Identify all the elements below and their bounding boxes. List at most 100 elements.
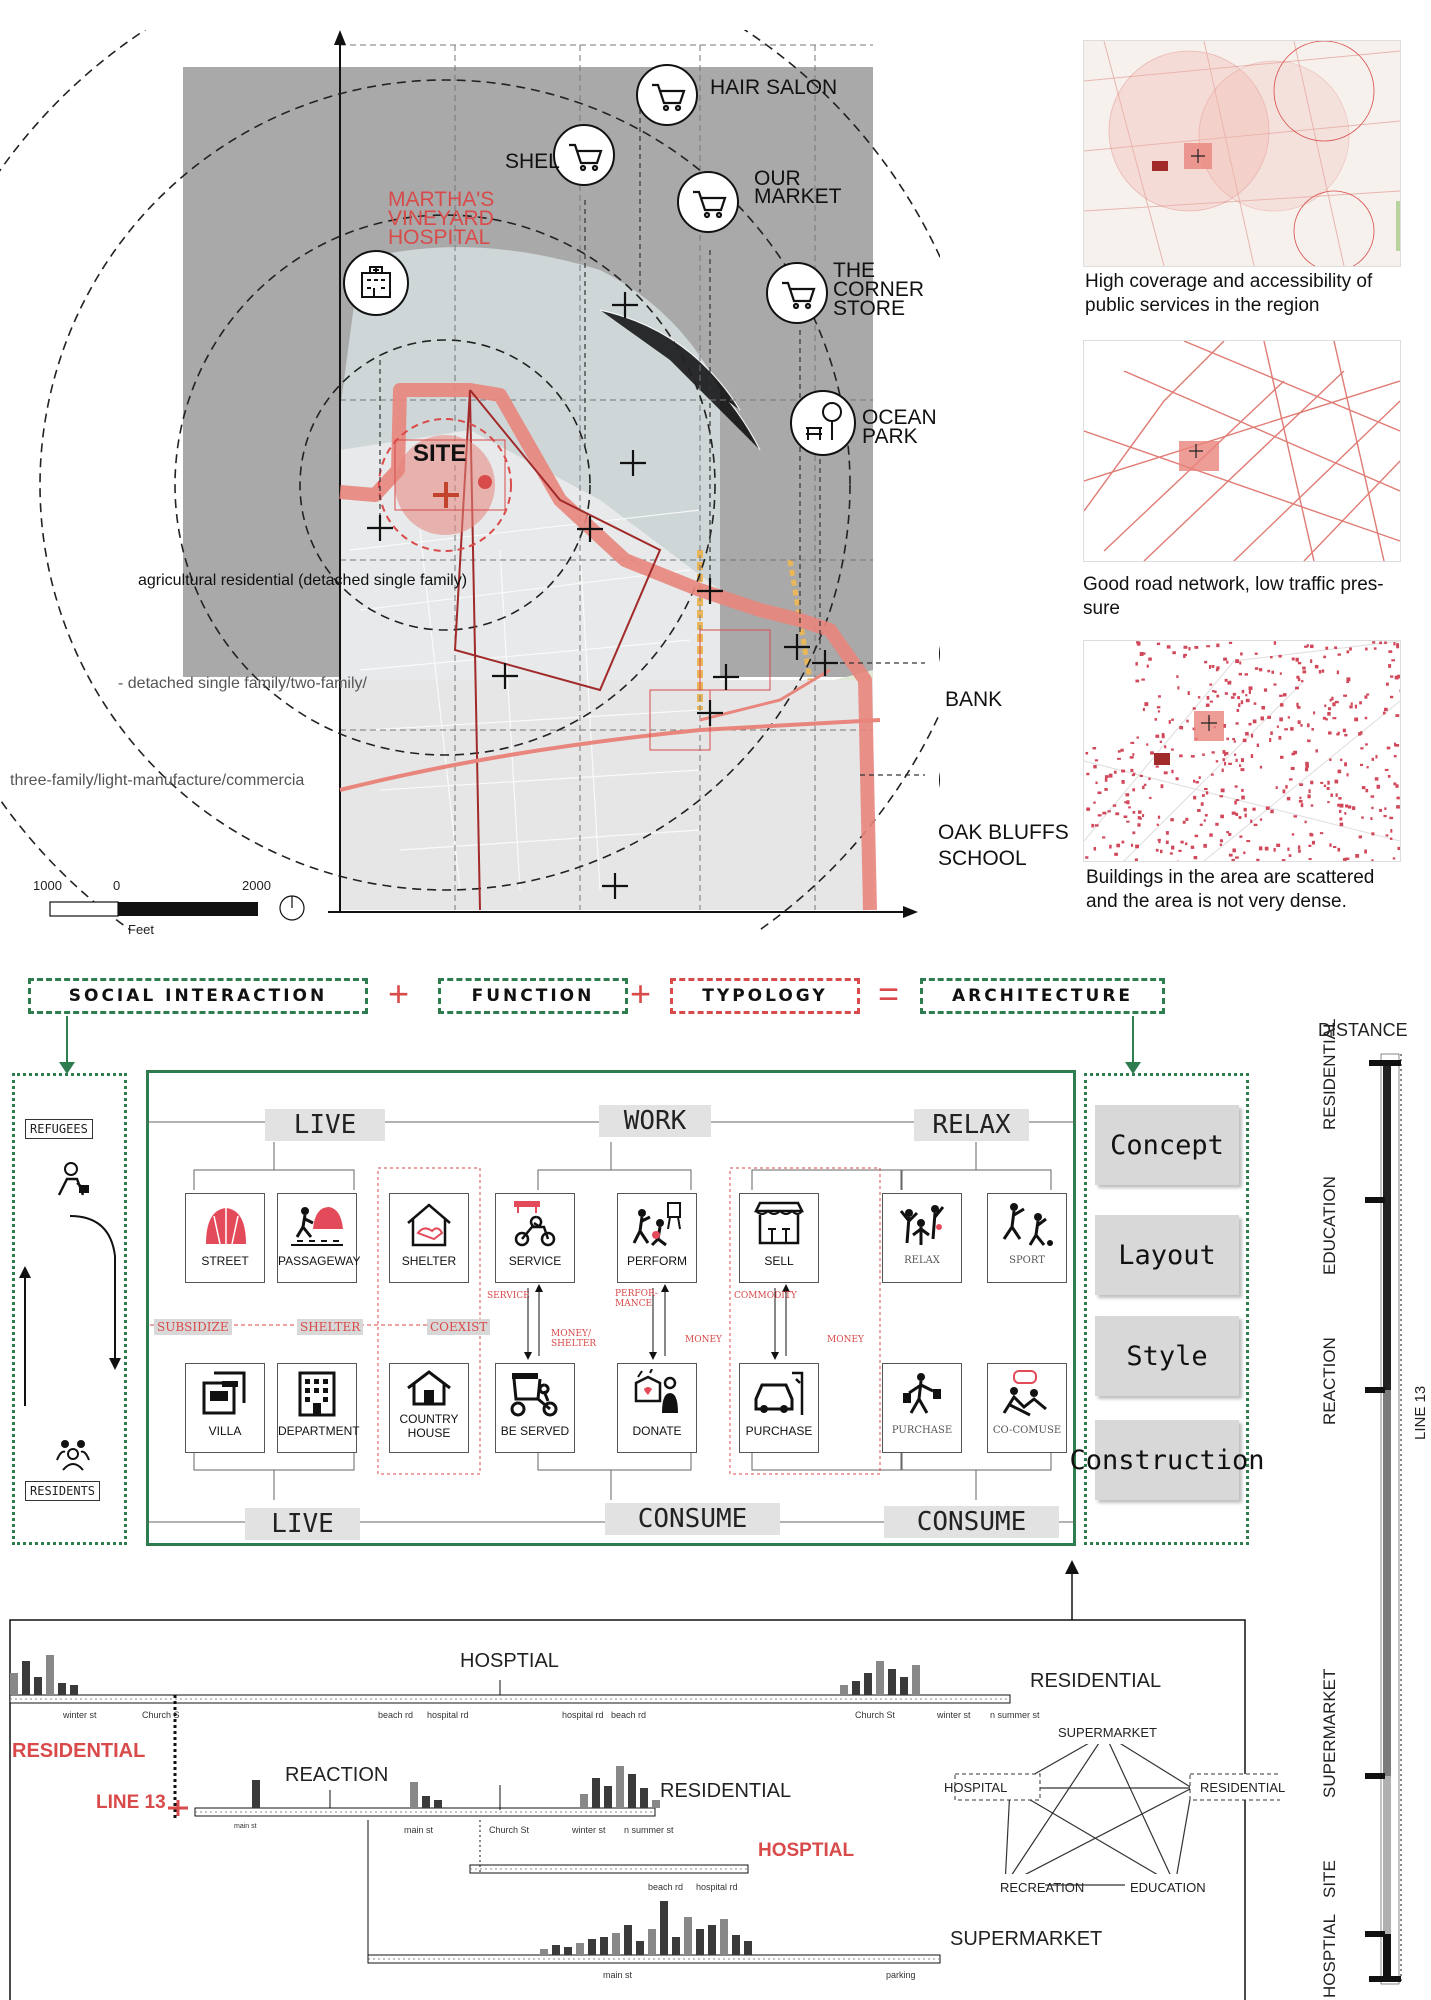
- row1-residential-left: RESIDENTIAL: [12, 1740, 146, 1762]
- card-purchase-relax-label: PURCHASE: [891, 1425, 953, 1436]
- network-graph: [954, 1722, 1280, 1896]
- card-purchase-relax: PURCHASE: [882, 1363, 962, 1453]
- resident-icon: [53, 1436, 93, 1477]
- analysis-panel-density: [1083, 640, 1403, 863]
- corner-store-label: THE CORNER STORE: [833, 259, 925, 320]
- street-label: n summer st: [990, 1710, 1040, 1720]
- card-sport-label: SPORT: [1009, 1255, 1045, 1266]
- node-education: EDUCATION: [1130, 1880, 1206, 1895]
- site-map-graphic: [0, 30, 940, 930]
- card-sell-label: SELL: [764, 1254, 794, 1268]
- street-label: n summer st: [624, 1825, 674, 1835]
- hospital-label: MARTHA'S VINEYARD HOSPITAL: [388, 188, 495, 249]
- row4-supermarket: SUPERMARKET: [950, 1928, 1103, 1950]
- segment-site: SITE: [1320, 1860, 1339, 1898]
- card-shelter: SHELTER: [389, 1193, 469, 1283]
- card-villa-label: VILLA: [208, 1424, 242, 1438]
- card-service-label: SERVICE: [508, 1254, 562, 1268]
- card-street-label: STREET: [201, 1254, 249, 1268]
- street-label: Church St: [489, 1825, 530, 1835]
- card-relax: RELAX: [882, 1193, 962, 1283]
- street-label: hospital rd: [427, 1710, 469, 1720]
- card-department-label: DEPARTMENT: [278, 1424, 360, 1438]
- row2-reaction: REACTION: [285, 1764, 389, 1786]
- scale-tick-2000: 2000: [242, 878, 271, 893]
- street-label: main st: [603, 1970, 633, 1980]
- card-donate: DONATE: [617, 1363, 697, 1453]
- hair-salon-label: HAIR SALON: [710, 76, 838, 99]
- segment-supermarket: SUPERMARKET: [1320, 1668, 1339, 1798]
- distance-bar: [1365, 1053, 1402, 1985]
- plus-operator-2: +: [630, 973, 652, 1014]
- architecture-panel: [1084, 1073, 1249, 1545]
- street-label: parking: [886, 1970, 916, 1980]
- our-market-label: OUR MARKET: [754, 167, 842, 208]
- card-purchase-label: PURCHASE: [745, 1424, 813, 1438]
- roads-map: [1083, 340, 1401, 562]
- card-co-comuse: CO-COMUSE: [987, 1363, 1067, 1453]
- street-label: hospital rd: [696, 1882, 738, 1892]
- arch-layout: Layout: [1095, 1215, 1239, 1295]
- card-purchase: PURCHASE: [739, 1363, 819, 1453]
- card-relax-label: RELAX: [904, 1255, 940, 1266]
- card-country-house-label: COUNTRY HOUSE: [399, 1412, 459, 1440]
- refugee-icon: [53, 1161, 93, 1202]
- matrix-lines: [146, 1121, 1076, 1523]
- scale-tick-0: 0: [113, 878, 121, 893]
- typology-box: TYPOLOGY: [670, 978, 860, 1014]
- flow-money-shelter: MONEY/ SHELTER: [551, 1329, 597, 1349]
- row3-hospital: HOSPTIAL: [758, 1840, 855, 1861]
- node-hospital: HOSPITAL: [944, 1780, 1008, 1795]
- row1-residential-right: RESIDENTIAL: [1030, 1670, 1162, 1692]
- band-coexist: COEXIST: [427, 1319, 491, 1335]
- shelter-label: SHEL: [505, 150, 560, 173]
- street-label: winter st: [937, 1710, 971, 1720]
- card-co-comuse-label: CO-COMUSE: [992, 1425, 1062, 1436]
- segment-reaction: REACTION: [1320, 1337, 1339, 1425]
- zone-label-commercial: three-family/light-manufacture/commercia: [10, 772, 305, 789]
- coverage-map: [1083, 40, 1401, 272]
- analysis-caption-roads: Good road network, low traffic pres- sur…: [1083, 574, 1384, 619]
- street-label: main st: [404, 1825, 434, 1835]
- site-map: HAIR SALON SHEL OUR MARKET THE CORNER ST…: [0, 30, 1069, 937]
- street-label: winter st: [63, 1710, 97, 1720]
- card-service: SERVICE: [495, 1193, 575, 1283]
- segment-residential: RESIDENTIAL: [1320, 1018, 1339, 1130]
- street-label: Church S: [142, 1710, 180, 1720]
- equation-arrows: [59, 1016, 1141, 1074]
- scale-unit: Feet: [128, 922, 155, 937]
- band-subsidize: SUBSIDIZE: [154, 1319, 232, 1335]
- function-matrix: LIVE WORK RELAX LIVE CONSUME CONSUME SUB…: [146, 1070, 1076, 1546]
- density-map: [1083, 640, 1403, 863]
- card-passageway: PASSAGEWAY: [277, 1193, 360, 1283]
- card-sell: SELL: [739, 1193, 819, 1283]
- route-diagram: [9, 1560, 1246, 2000]
- residents-tag: RESIDENTS: [25, 1481, 101, 1501]
- header-consume-work: CONSUME: [605, 1503, 780, 1535]
- architecture-box: ARCHITECTURE: [920, 978, 1165, 1014]
- distance-title: DISTANCE: [1318, 1020, 1408, 1040]
- street-label: main st: [234, 1823, 257, 1830]
- function-box: FUNCTION: [438, 978, 628, 1014]
- card-sport: SPORT: [987, 1193, 1067, 1283]
- analysis-caption-coverage: High coverage and accessibility of publi…: [1085, 271, 1373, 316]
- card-be-served-label: BE SERVED: [500, 1424, 570, 1438]
- header-live-bottom: LIVE: [245, 1508, 360, 1540]
- site-label: SITE: [413, 440, 467, 467]
- card-perform-label: PERFORM: [627, 1254, 687, 1268]
- card-perform: PERFORM: [617, 1193, 697, 1283]
- card-department: DEPARTMENT: [277, 1363, 360, 1453]
- card-be-served: BE SERVED: [495, 1363, 575, 1453]
- arch-style: Style: [1095, 1316, 1239, 1396]
- street-label: beach rd: [648, 1882, 684, 1892]
- equals-operator: =: [878, 973, 900, 1014]
- school-label: OAK BLUFFS SCHOOL: [938, 821, 1069, 870]
- refugees-tag: REFUGEES: [25, 1119, 93, 1139]
- social-interaction-box: SOCIAL INTERACTION: [28, 978, 368, 1014]
- card-street: STREET: [185, 1193, 265, 1283]
- street-label: winter st: [572, 1825, 606, 1835]
- flow-money-2: MONEY: [827, 1335, 864, 1345]
- header-work: WORK: [599, 1105, 711, 1137]
- bank-label: BANK: [945, 688, 1003, 711]
- plus-operator-1: +: [388, 973, 410, 1014]
